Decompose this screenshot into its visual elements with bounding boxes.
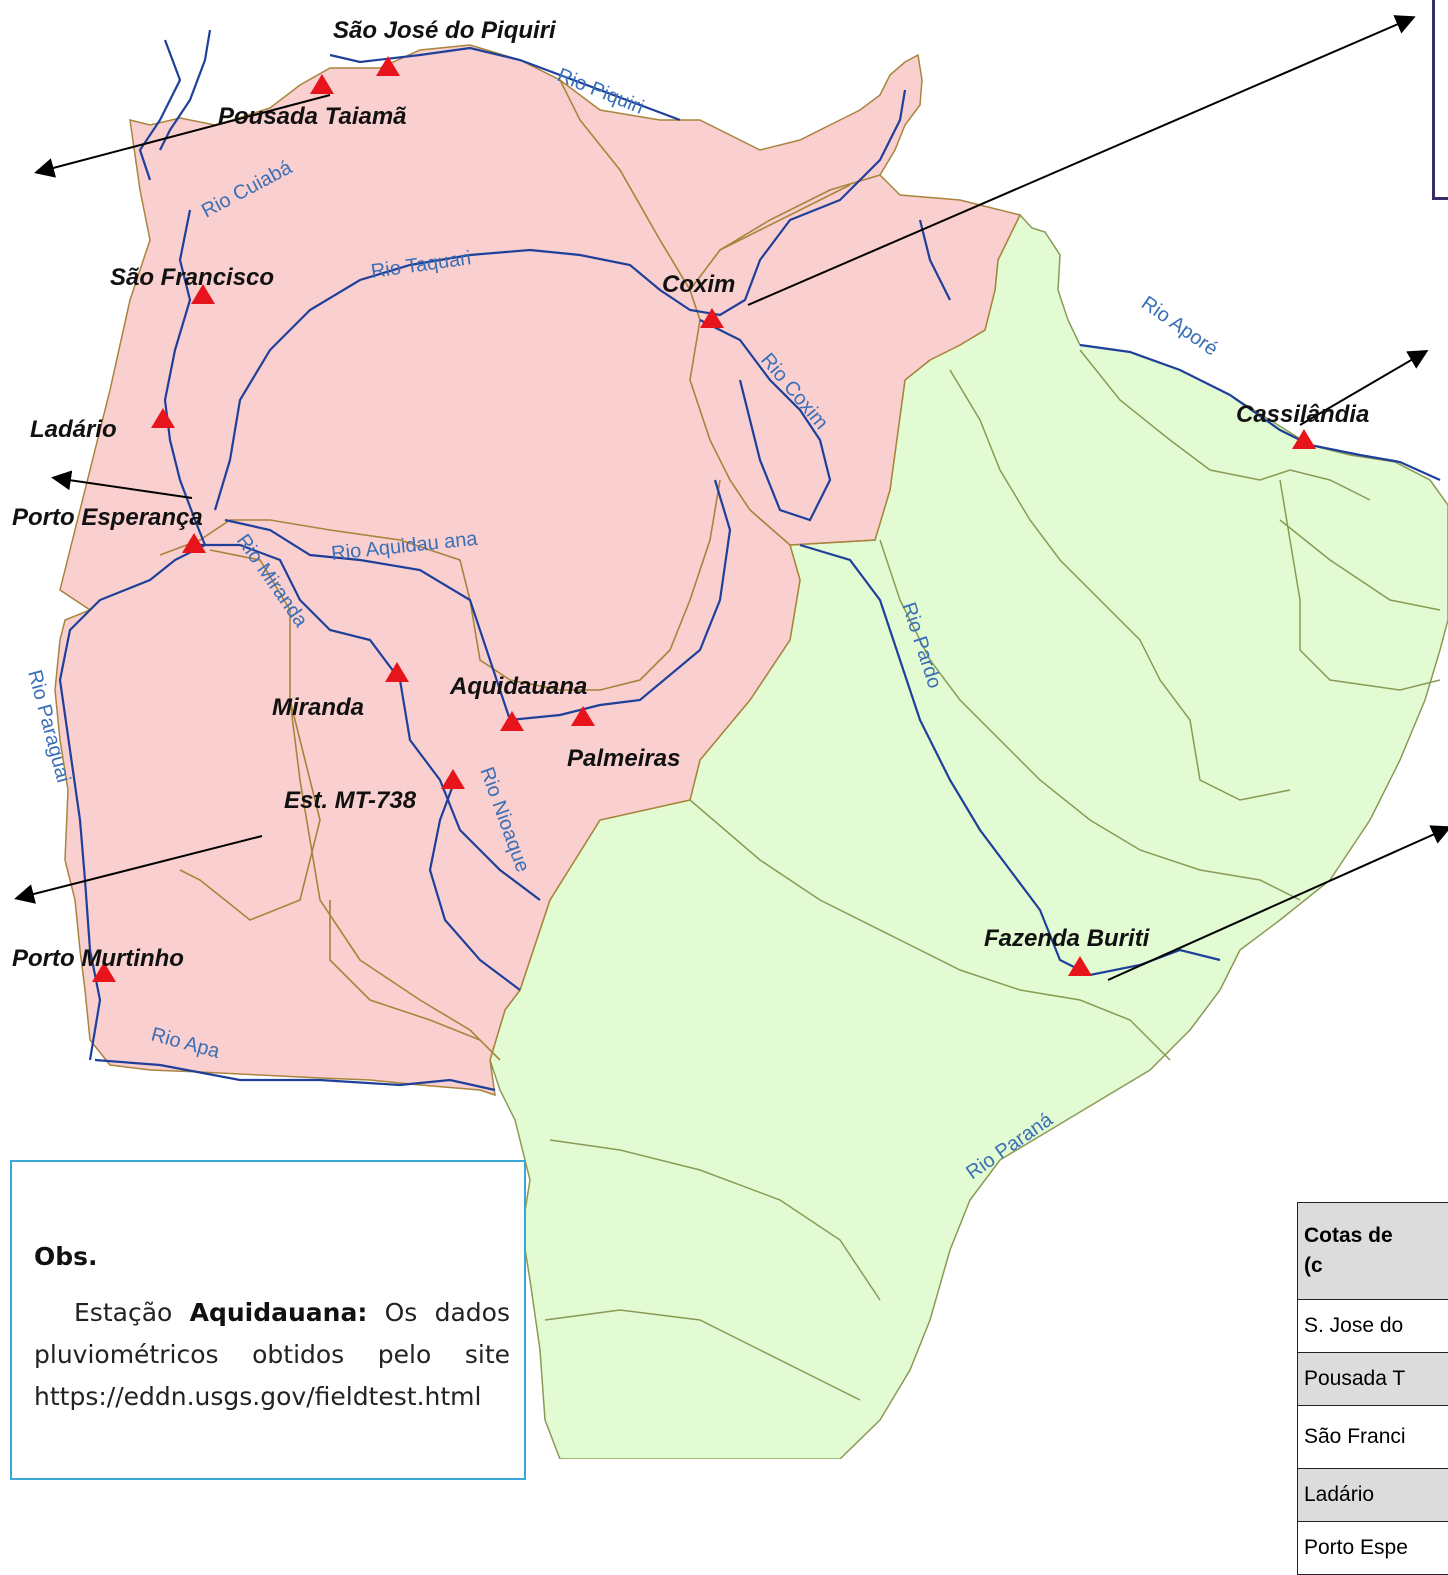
label-palmeiras: Palmeiras (567, 745, 680, 772)
label-est-mt-738: Est. MT-738 (284, 787, 417, 814)
label-fazenda-buriti: Fazenda Buriti (984, 925, 1151, 952)
table-row: Ladário (1298, 1469, 1448, 1522)
label-porto-esperanca: Porto Esperança (12, 504, 203, 531)
label-rio-apore: Rio Aporé (1137, 292, 1222, 360)
label-aquidauana: Aquidauana (449, 673, 587, 700)
label-porto-murtinho: Porto Murtinho (12, 945, 184, 972)
inset-frame (1432, 0, 1448, 200)
label-miranda: Miranda (272, 694, 364, 721)
label-cassilandia: Cassilândia (1236, 401, 1369, 428)
obs-title: Obs. (34, 1242, 98, 1271)
table-row: S. Jose do (1298, 1300, 1448, 1353)
table-header: Cotas de (c (1298, 1203, 1448, 1300)
observation-box: Obs. Estação Aquidauana: Os dados pluvio… (10, 1160, 526, 1480)
label-coxim: Coxim (662, 271, 735, 298)
table-row: Pousada T (1298, 1353, 1448, 1406)
table-row: São Franci (1298, 1406, 1448, 1469)
label-pousada-taiama: Pousada Taiamã (218, 103, 407, 130)
label-ladario: Ladário (30, 416, 117, 443)
label-sao-francisco: São Francisco (110, 264, 274, 291)
label-sao-jose-do-piquiri: São José do Piquiri (333, 17, 557, 44)
table-row: Porto Espe (1298, 1522, 1448, 1575)
obs-text: Estação Aquidauana: Os dados pluviométri… (34, 1292, 510, 1418)
cotas-table: Cotas de (c S. Jose do Pousada T São Fra… (1297, 1202, 1448, 1575)
